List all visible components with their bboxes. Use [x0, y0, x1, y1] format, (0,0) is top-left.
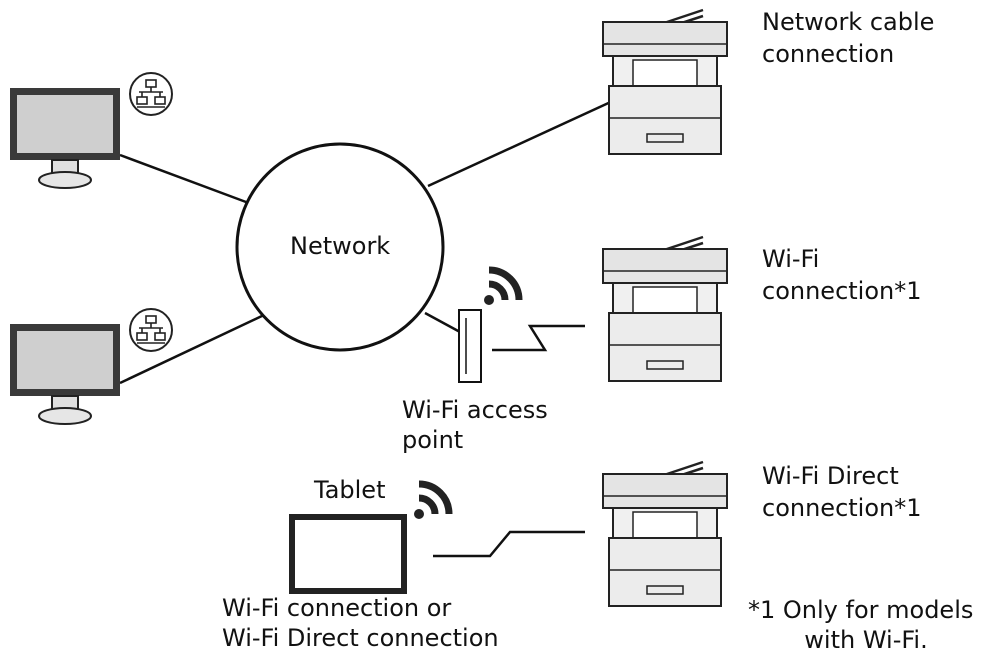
wifi-signal-icon	[414, 484, 449, 519]
tablet-label: Tablet	[314, 476, 386, 504]
access-point-label-line2: point	[402, 426, 464, 454]
connector-line	[424, 311, 461, 334]
tablet-caption-line2: Wi-Fi Direct connection	[222, 624, 499, 652]
access-point-icon	[458, 309, 482, 383]
lan-network-icon	[129, 72, 173, 116]
access-point-label-line1: Wi-Fi access	[402, 396, 548, 424]
monitor-icon	[9, 323, 121, 425]
wifi-direct-label-line1: Wi-Fi Direct	[762, 462, 899, 490]
tablet-icon	[289, 514, 407, 594]
cable-connection-label-line1: Network cable	[762, 8, 935, 36]
wireless-link	[492, 324, 585, 352]
lan-network-icon	[129, 308, 173, 352]
connector-line	[427, 98, 616, 188]
wireless-link	[433, 530, 585, 558]
connector-line	[119, 153, 247, 204]
footnote-line1: *1 Only for models	[748, 596, 974, 624]
cable-connection-label-line2: connection	[762, 40, 895, 68]
wifi-signal-icon	[484, 270, 519, 305]
wifi-connection-label-line1: Wi-Fi	[762, 245, 820, 273]
network-label: Network	[290, 232, 391, 260]
mfp-printer-icon	[601, 8, 729, 156]
footnote-line2: with Wi-Fi.	[804, 626, 928, 654]
mfp-printer-icon	[601, 235, 729, 383]
network-circle	[235, 142, 445, 352]
monitor-icon	[9, 87, 121, 189]
tablet-caption-line1: Wi-Fi connection or	[222, 594, 452, 622]
wifi-direct-label-line2: connection*1	[762, 494, 922, 522]
wifi-connection-label-line2: connection*1	[762, 277, 922, 305]
mfp-printer-icon	[601, 460, 729, 608]
connector-line	[119, 313, 265, 385]
